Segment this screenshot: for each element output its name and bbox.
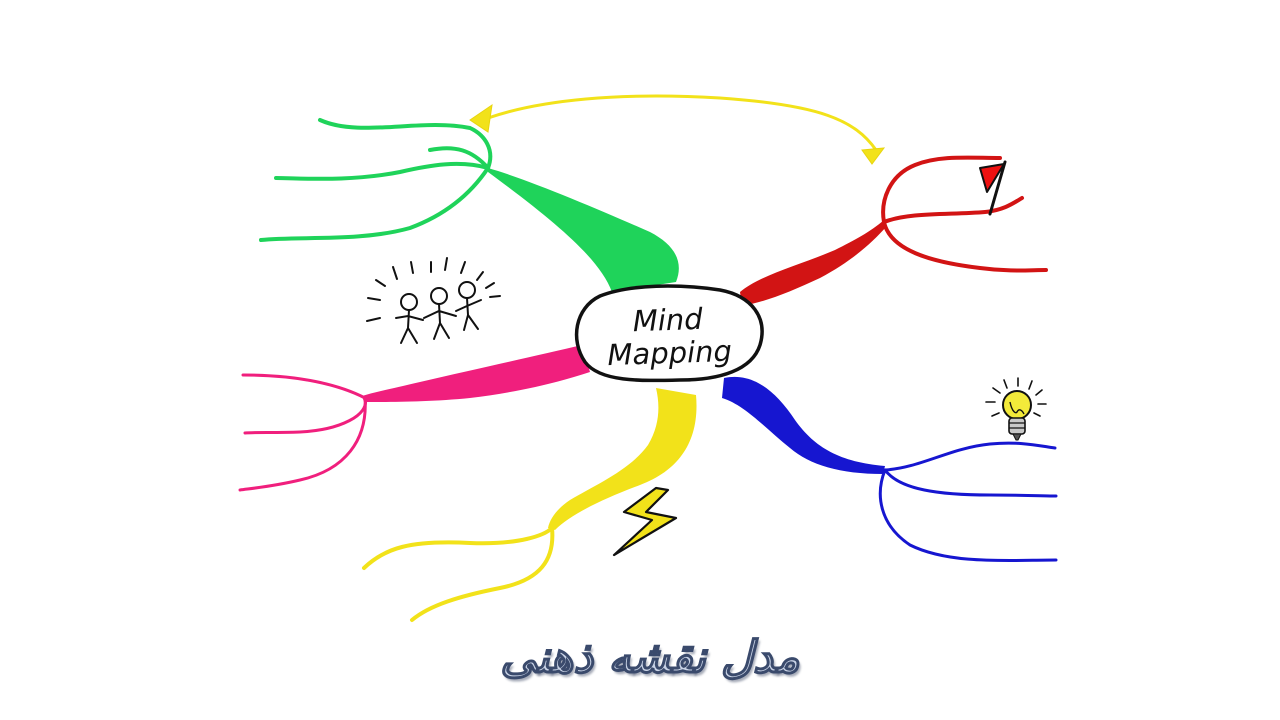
lightning-bolt-icon: [612, 486, 678, 557]
branch-pink: [238, 345, 590, 492]
branch-green: [259, 118, 679, 292]
branch-pink-sub: [238, 373, 367, 492]
branch-blue-sub: [878, 441, 1058, 563]
lightbulb-icon: [985, 377, 1047, 441]
curved-arrow-icon: [469, 94, 886, 165]
branch-yellow: [362, 388, 697, 622]
stick-figures-icon: [366, 257, 501, 344]
red-flag-icon: [979, 160, 1007, 216]
branch-green-sub: [259, 118, 493, 242]
center-topic: Mind Mapping: [574, 284, 764, 383]
branch-green-main: [488, 168, 679, 292]
branch-blue-main: [722, 376, 885, 474]
center-topic-line1: Mind: [632, 302, 704, 338]
branch-yellow-main: [548, 388, 697, 530]
branch-yellow-sub: [362, 526, 555, 622]
center-topic-line2: Mapping: [607, 334, 733, 372]
branch-red-sub: [881, 155, 1048, 273]
branch-red-main: [740, 220, 887, 306]
branch-pink-main: [362, 345, 590, 402]
center-cloud: [574, 284, 764, 383]
branch-red: [740, 155, 1048, 306]
slide-caption: مدل نقشه ذهنی: [500, 631, 800, 684]
branch-blue: [722, 376, 1058, 563]
